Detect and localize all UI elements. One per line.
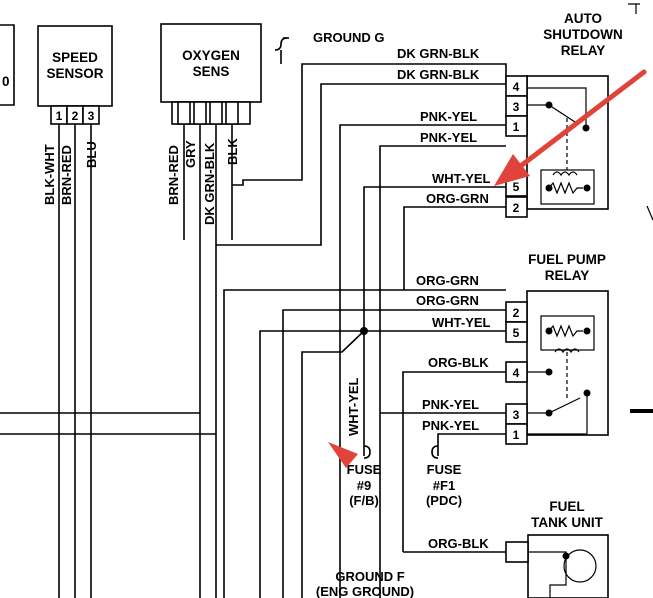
fp-wire-pnk-yel-2: PNK-YEL [422,418,479,433]
fp-wire-org-grn-2: ORG-GRN [416,293,479,308]
ground-g: GROUND G [274,30,385,51]
asd-relay-wires: DK GRN-BLK DK GRN-BLK PNK-YEL PNK-YEL WH… [216,46,507,598]
asd-wire-pnk-yel-1: PNK-YEL [420,109,477,124]
asd-wire-dk-grn-blk-2: DK GRN-BLK [397,67,480,82]
asd-pin-4: 4 [513,80,520,94]
fp-pin-3: 3 [513,408,520,422]
fp-wire-org-grn-1: ORG-GRN [416,273,479,288]
wire-label-brn-red: BRN-RED [59,145,74,205]
wire-label-blu: BLU [84,141,99,168]
speed-sensor: SPEED SENSOR 1 2 3 [37,25,113,125]
ground-f-line2: (ENG GROUND) [316,584,414,598]
asd-wire-org-grn: ORG-GRN [426,191,489,206]
oxygen-sensor-title-2: SENS [193,64,230,79]
right-edge-marks [628,3,653,413]
asd-relay-title-1: AUTO [564,11,602,26]
tank-title-2: TANK UNIT [531,515,603,530]
fp-wire-org-blk: ORG-BLK [428,355,489,370]
oxygen-sensor-title-1: OXYGEN [182,48,240,63]
asd-pin-1: 1 [513,120,520,134]
ground-f-line1: GROUND F [335,569,404,584]
asd-pin-2: 2 [513,201,520,215]
wire-label-blk-wht: BLK-WHT [42,144,57,205]
fp-relay-title-2: RELAY [545,268,590,283]
annotation-arrow-upper [494,69,647,186]
speed-pin-2: 2 [72,109,79,123]
wire-label-o2-blk: BLK [225,138,240,165]
fusef1-line1: FUSE [427,462,462,477]
asd-relay-title-2: SHUTDOWN [543,27,623,42]
asd-relay: AUTO SHUTDOWN RELAY 4 3 1 5 2 [505,11,623,218]
asd-wire-dk-grn-blk-1: DK GRN-BLK [397,46,480,61]
fp-pin-4: 4 [513,366,520,380]
ground-f: GROUND F (ENG GROUND) [316,569,414,598]
wire-label-o2-brn-red: BRN-RED [166,145,181,205]
left-partial-text: 0 [2,74,10,89]
asd-pin-5: 5 [513,180,520,194]
speed-pin-1: 1 [56,109,63,123]
fusef1-line2: #F1 [433,478,455,493]
asd-relay-title-3: RELAY [561,43,606,58]
tank-wire-org-blk: ORG-BLK [428,536,489,551]
fuse9-line2: #9 [357,478,371,493]
speed-sensor-title-1: SPEED [52,50,98,65]
fuse9-wire-label: WHT-YEL [346,377,361,436]
speed-pin-3: 3 [88,109,95,123]
fuel-pump-relay-wires: ORG-GRN ORG-GRN WHT-YEL ORG-BLK PNK-YEL … [0,273,506,598]
fp-wire-pnk-yel-1: PNK-YEL [422,397,479,412]
fuse9-line3: (F/B) [349,493,379,508]
fp-relay-title-1: FUEL PUMP [528,252,606,267]
fuse-f1: FUSE #F1 (PDC) [426,445,462,508]
oxygen-sensor-wires: BRN-RED GRY DK GRN-BLK BLK [166,124,240,598]
fuel-tank-unit: FUEL TANK UNIT ORG-BLK [403,499,609,598]
wire-label-o2-gry: GRY [183,140,198,168]
asd-wire-wht-yel: WHT-YEL [432,171,491,186]
fp-wire-wht-yel: WHT-YEL [432,315,491,330]
speed-sensor-wires: BLK-WHT BRN-RED BLU [42,124,99,598]
annotation-arrow-lower [328,442,358,468]
asd-pin-3: 3 [513,100,520,114]
fusef1-line3: (PDC) [426,493,462,508]
fp-pin-5: 5 [513,326,520,340]
fp-pin-2: 2 [513,306,520,320]
ground-g-label: GROUND G [313,30,385,45]
fuse9-line1: FUSE [347,462,382,477]
oxygen-sensor: OXYGEN SENS [160,23,262,125]
speed-sensor-title-2: SENSOR [46,66,103,81]
left-partial-component: 0 [0,24,15,106]
fuse-9: WHT-YEL FUSE #9 (F/B) [346,377,382,508]
wire-label-o2-dk-grn-blk: DK GRN-BLK [202,142,217,225]
asd-wire-pnk-yel-2: PNK-YEL [420,130,477,145]
tank-title-1: FUEL [549,499,584,514]
fuel-pump-relay: FUEL PUMP RELAY 2 5 4 3 1 [505,252,609,445]
fp-pin-1: 1 [513,428,520,442]
